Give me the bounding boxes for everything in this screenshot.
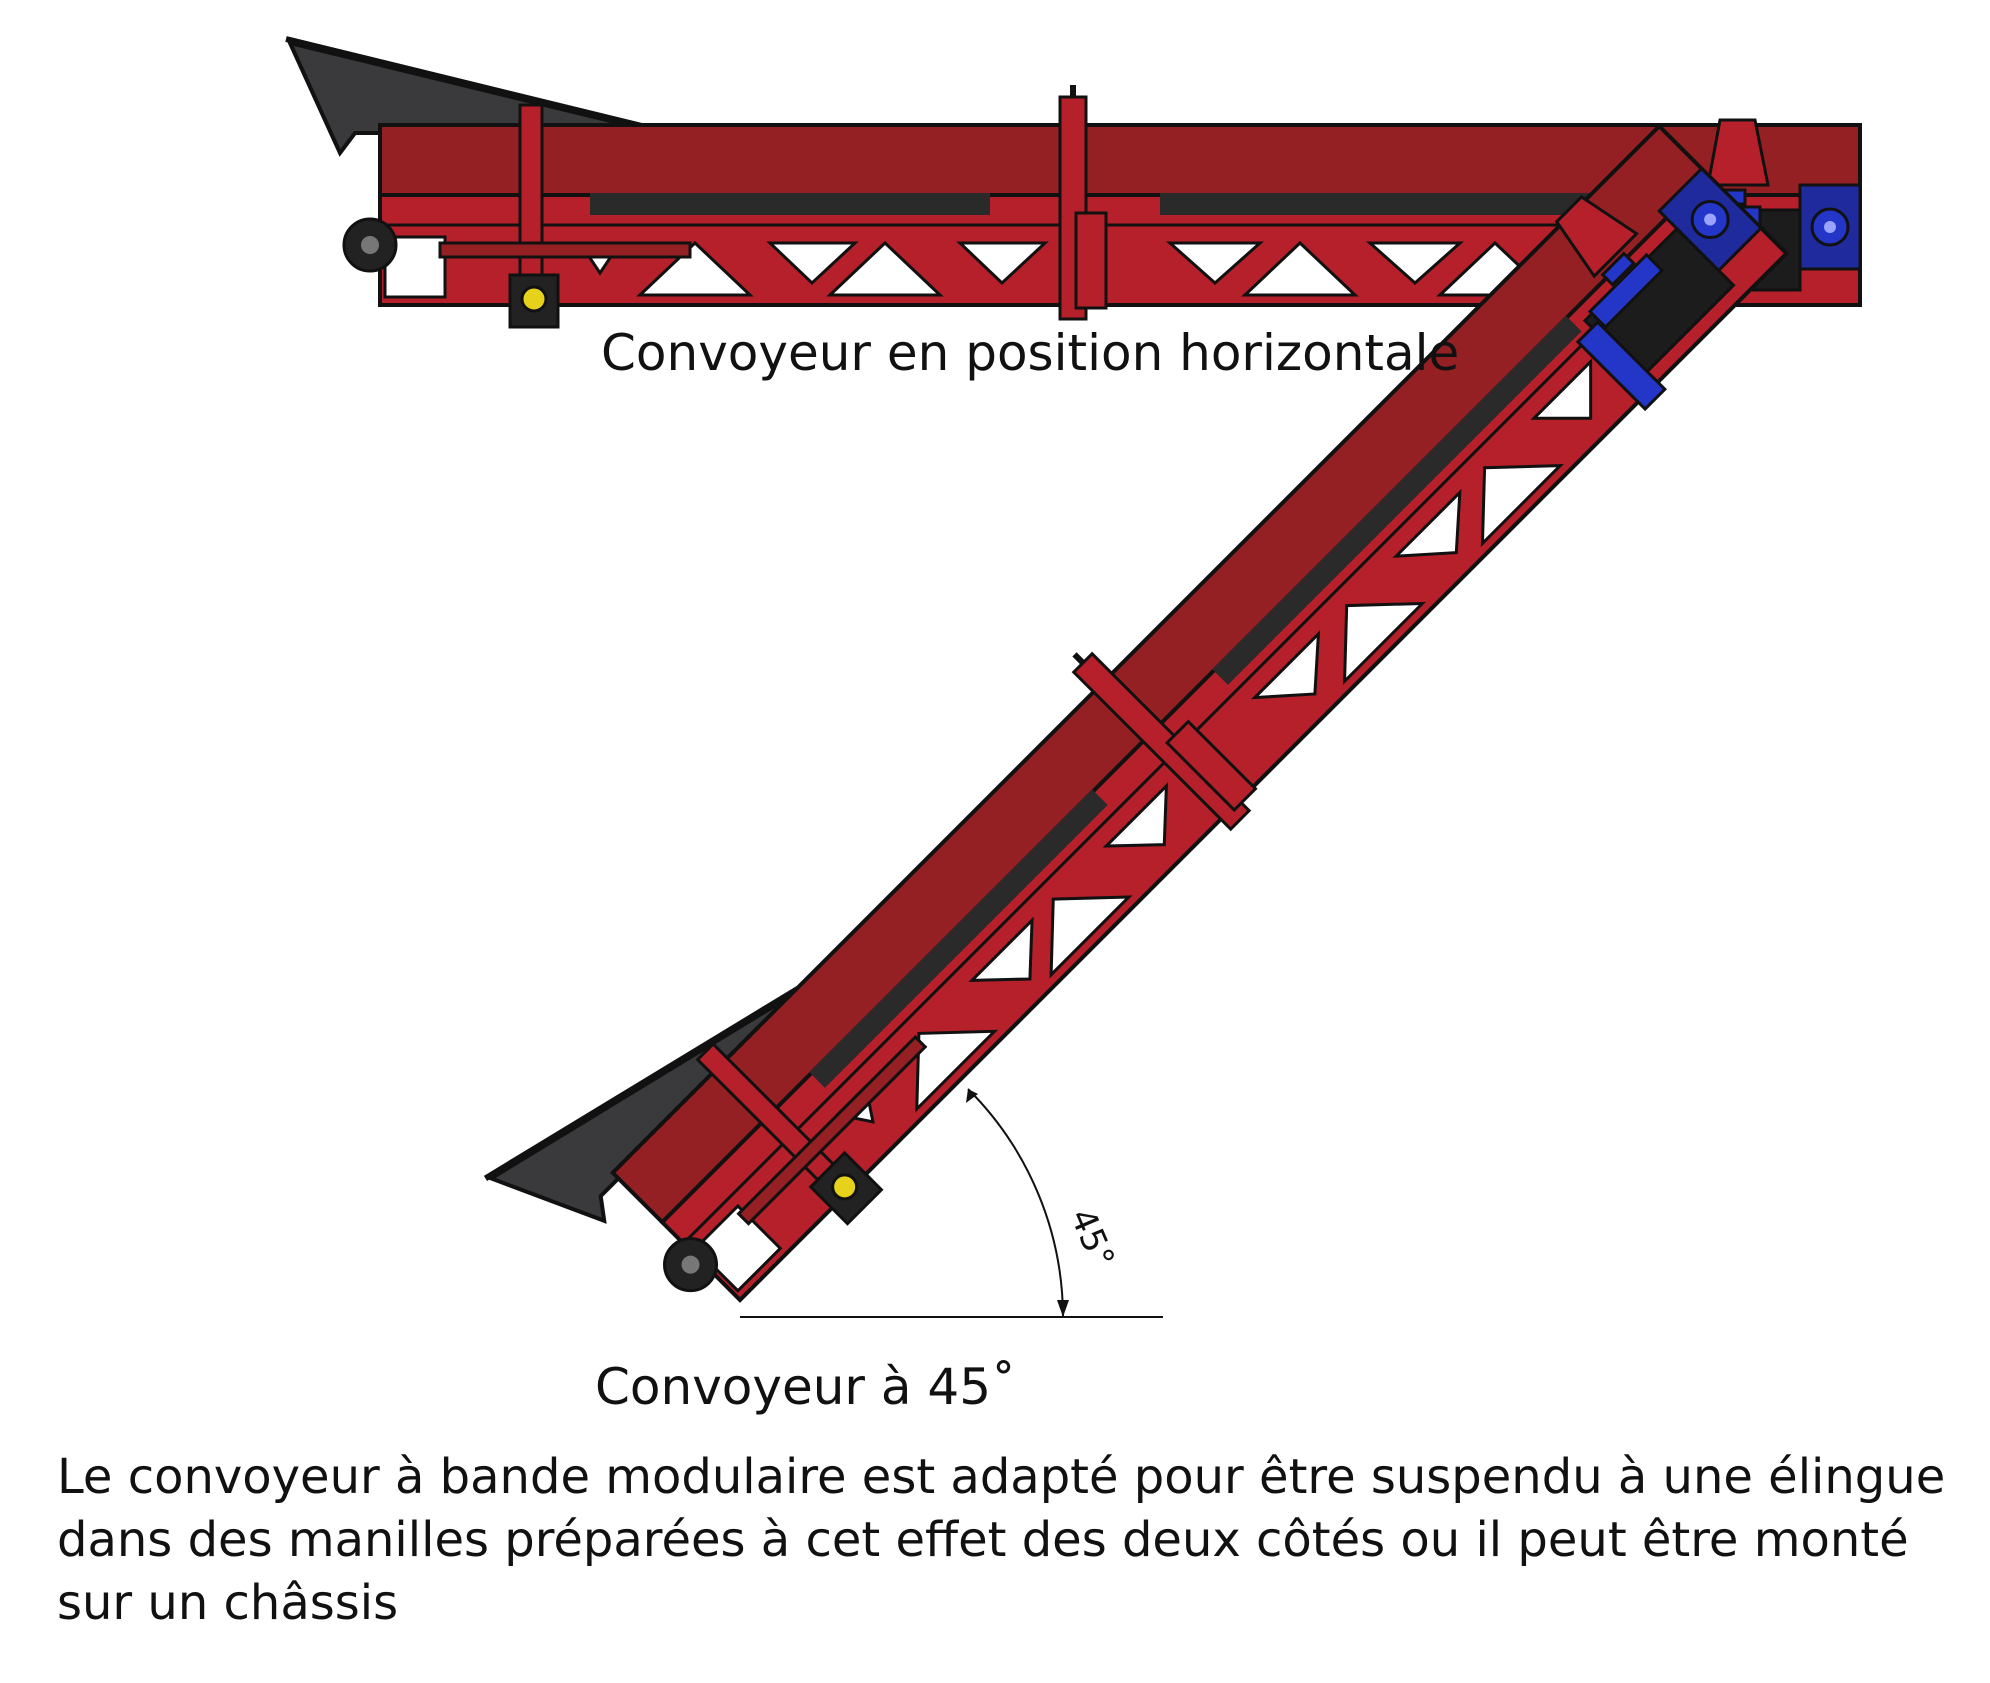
- description-line-1: Le convoyeur à bande modulaire est adapt…: [57, 1449, 1946, 1505]
- angle-arrow-top: [966, 1089, 978, 1103]
- caption-inclined: Convoyeur à 45˚: [595, 1358, 1017, 1416]
- angle-label: 45°: [1062, 1203, 1122, 1274]
- description-line-2: dans des manilles préparées à cet effet …: [57, 1512, 1909, 1568]
- description-paragraph: Le convoyeur à bande modulaire est adapt…: [57, 1446, 1957, 1635]
- angle-arrow-bottom: [1057, 1300, 1069, 1317]
- angle-arc: [967, 1088, 1064, 1318]
- description-line-3: sur un châssis: [57, 1575, 399, 1631]
- caption-horizontal: Convoyeur en position horizontale: [601, 324, 1460, 382]
